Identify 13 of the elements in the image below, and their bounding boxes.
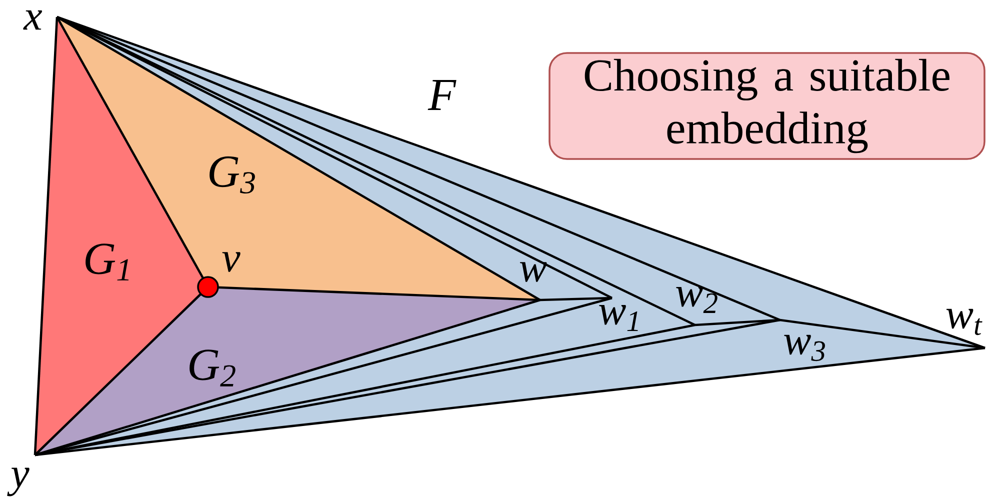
face-label: F	[428, 80, 456, 110]
vertex-label: w$_{1}$	[599, 305, 638, 331]
region-label: G$_{3}$	[210, 156, 255, 194]
vertex-label: v	[222, 252, 240, 272]
region-label: G$_{1}$	[86, 244, 129, 280]
region-label: G$_{2}$	[190, 350, 236, 386]
vertex-label: w$_{t}$	[946, 308, 982, 336]
vertex-label: x	[23, 10, 42, 30]
vertex-label: y	[7, 468, 30, 496]
title-box: Choosing a suitable embedding	[548, 52, 986, 160]
vertex-label: w$_{2}$	[676, 287, 718, 313]
vertex-label: w	[520, 262, 547, 282]
vertex-label: w$_{3}$	[784, 334, 825, 362]
